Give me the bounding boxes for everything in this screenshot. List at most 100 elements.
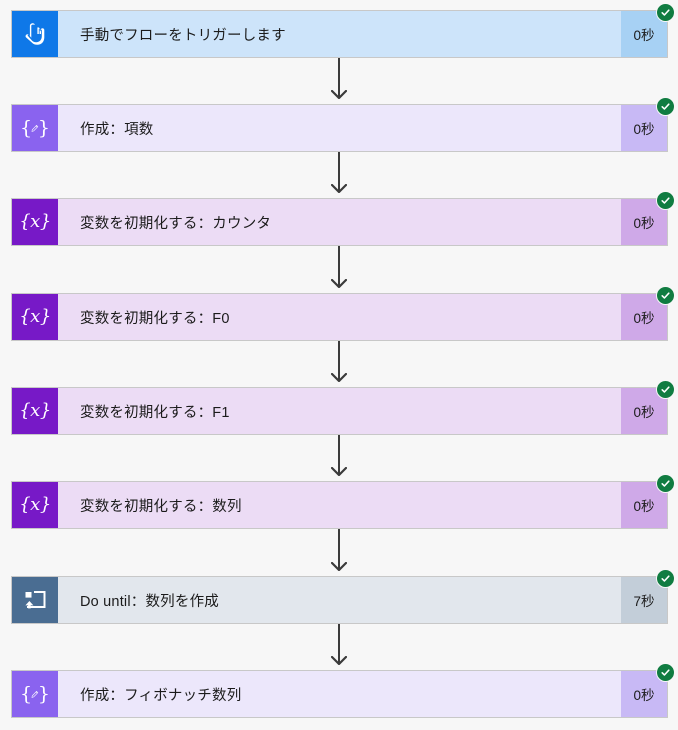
flow-step-title-box: 変数を初期化する：F1 [58,388,621,434]
connector-line [338,624,340,663]
flow-step-init-variable-f1[interactable]: {x} 変数を初期化する：F1 0秒 [11,380,675,435]
connector-arrowhead [330,180,348,198]
flow-step-duration: 7秒 [633,594,655,609]
flow-step-title-box: 変数を初期化する：F0 [58,294,621,340]
initialize-variable-icon: {x} [19,494,51,515]
flow-step-title: 手動でフローをトリガーします [80,27,286,44]
succeeded-check-icon [656,286,675,305]
flow-step-init-variable-f0[interactable]: {x} 変数を初期化する：F0 0秒 [11,286,675,341]
flow-step-do-until-build-sequence[interactable]: Do until：数列を作成 7秒 [11,569,675,624]
flow-step-title: 作成：フィボナッチ数列 [80,687,242,704]
check-glyph [661,386,670,393]
succeeded-check-icon [656,97,675,116]
succeeded-check-icon [656,474,675,493]
compose-braces-pencil-icon: {} [20,683,50,705]
flow-step-duration: 0秒 [633,28,655,43]
connector-line [338,529,340,569]
succeeded-check-icon [656,191,675,210]
flow-step-title: 変数を初期化する：カウンタ [80,215,272,232]
flow-step-card[interactable]: {x} 変数を初期化する：数列 0秒 [11,481,668,529]
succeeded-check-icon [656,380,675,399]
flow-step-icon-box: {} [12,671,58,717]
flow-connector [327,152,351,198]
flow-step-duration: 0秒 [633,499,655,514]
flow-step-title: 変数を初期化する：F0 [80,310,230,327]
connector-line [338,152,340,191]
check-glyph [661,103,670,110]
flow-step-icon-box [12,11,58,57]
connector-arrowhead [330,652,348,670]
connector-arrowhead [330,369,348,387]
flow-step-title-box: 作成：項数 [58,105,621,151]
connector-line [338,58,340,97]
flow-connector [327,624,351,670]
touch-hand-icon [25,23,45,45]
pencil-icon [31,124,39,132]
initialize-variable-icon: {x} [19,306,51,327]
check-glyph [661,669,670,676]
initialize-variable-icon: {x} [19,211,51,232]
flow-step-duration: 0秒 [633,405,655,420]
flow-step-title-box: 変数を初期化する：数列 [58,482,621,528]
succeeded-check-icon [656,569,675,588]
flow-step-trigger-manual[interactable]: 手動でフローをトリガーします 0秒 [11,3,675,58]
flow-step-title: Do until：数列を作成 [80,593,219,610]
flow-step-card[interactable]: {} 作成：フィボナッチ数列 0秒 [11,670,668,718]
flow-step-card[interactable]: 手動でフローをトリガーします 0秒 [11,10,668,58]
connector-arrowhead [330,463,348,481]
flow-step-init-variable-sequence[interactable]: {x} 変数を初期化する：数列 0秒 [11,474,675,529]
flow-connector [327,246,351,293]
flow-step-card[interactable]: {x} 変数を初期化する：カウンタ 0秒 [11,198,668,246]
connector-line [338,246,340,286]
brace-right-glyph: } [37,682,50,705]
connector-line [338,435,340,474]
connector-line [338,341,340,380]
pencil-icon [31,690,39,698]
flow-step-title: 作成：項数 [80,121,154,138]
succeeded-check-icon [656,3,675,22]
connector-arrowhead [330,558,348,576]
flow-step-title-box: Do until：数列を作成 [58,577,621,623]
connector-arrowhead [330,86,348,104]
flow-step-duration: 0秒 [633,122,655,137]
flow-step-icon-box [12,577,58,623]
flow-step-title-box: 作成：フィボナッチ数列 [58,671,621,717]
flow-step-duration: 0秒 [633,311,655,326]
flow-step-title-box: 変数を初期化する：カウンタ [58,199,621,245]
flow-step-init-variable-counter[interactable]: {x} 変数を初期化する：カウンタ 0秒 [11,191,675,246]
flow-step-card[interactable]: Do until：数列を作成 7秒 [11,576,668,624]
check-glyph [661,197,670,204]
flow-step-duration-box: 0秒 [621,294,667,340]
brace-right-glyph: } [37,116,50,139]
flow-step-icon-box: {x} [12,199,58,245]
flow-connector [327,341,351,387]
flow-step-duration: 0秒 [633,216,655,231]
flow-step-card[interactable]: {} 作成：項数 0秒 [11,104,668,152]
flow-connector [327,435,351,481]
flow-step-title: 変数を初期化する：数列 [80,498,242,515]
flow-step-duration: 0秒 [633,688,655,703]
flow-step-title: 変数を初期化する：F1 [80,404,230,421]
check-glyph [661,292,670,299]
flow-connector [327,529,351,576]
flow-step-icon-box: {x} [12,388,58,434]
flow-step-icon-box: {x} [12,482,58,528]
compose-braces-pencil-icon: {} [20,117,50,139]
check-glyph [661,9,670,16]
flow-step-card[interactable]: {x} 変数を初期化する：F1 0秒 [11,387,668,435]
flow-step-card[interactable]: {x} 変数を初期化する：F0 0秒 [11,293,668,341]
brace-left-glyph: { [20,116,33,139]
succeeded-check-icon [656,663,675,682]
flow-step-icon-box: {x} [12,294,58,340]
do-until-loop-icon [25,591,46,609]
flow-step-compose-term-count[interactable]: {} 作成：項数 0秒 [11,97,675,152]
flow-step-icon-box: {} [12,105,58,151]
flow-step-compose-fibonacci-sequence[interactable]: {} 作成：フィボナッチ数列 0秒 [11,663,675,718]
flow-connector [327,58,351,104]
initialize-variable-icon: {x} [19,400,51,421]
check-glyph [661,480,670,487]
check-glyph [661,575,670,582]
flow-step-duration-box: 0秒 [621,388,667,434]
brace-left-glyph: { [20,682,33,705]
